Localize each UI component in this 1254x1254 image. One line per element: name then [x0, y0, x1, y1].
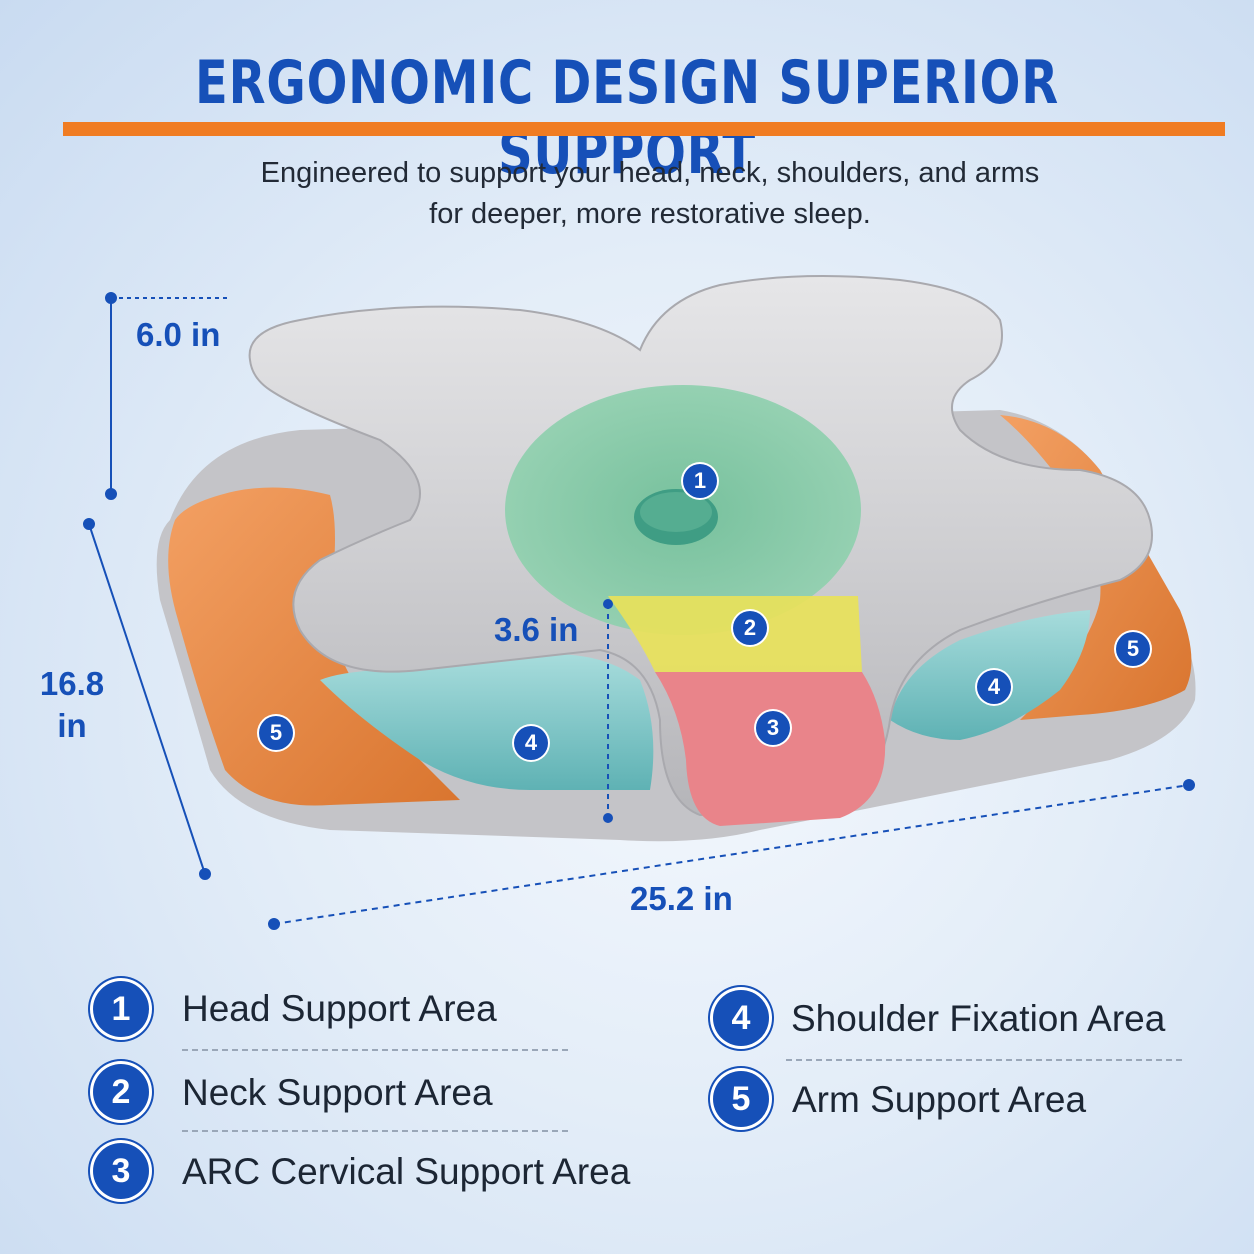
- zone-marker-5-left: 5: [259, 716, 293, 750]
- legend-number-2: 2: [93, 1064, 149, 1120]
- legend-label-4: Shoulder Fixation Area: [791, 998, 1166, 1039]
- dimension-depth-unit: in: [57, 707, 87, 744]
- zone-marker-2: 2: [733, 611, 767, 645]
- legend-number-4: 4: [713, 990, 769, 1046]
- legend-label-1: Head Support Area: [182, 988, 497, 1029]
- zone-marker-1: 1: [683, 464, 717, 498]
- legend-number-1: 1: [93, 981, 149, 1037]
- zone-marker-4-right: 4: [977, 670, 1011, 704]
- zone-marker-3: 3: [756, 711, 790, 745]
- dimension-height-label: 6.0 in: [136, 316, 221, 353]
- legend-divider-1: [182, 1049, 568, 1051]
- legend-number-3: 3: [93, 1143, 149, 1199]
- legend-label-5: Arm Support Area: [792, 1079, 1087, 1120]
- subtitle: Engineered to support your head, neck, s…: [140, 153, 1160, 235]
- zone-marker-4-left: 4: [514, 726, 548, 760]
- pillow-illustration: [83, 275, 1196, 930]
- dimension-depth-label: 16.8 in: [22, 663, 122, 747]
- legend-divider-2: [182, 1130, 568, 1132]
- dimension-width-label: 25.2 in: [630, 880, 733, 917]
- shoulder-left: [320, 654, 654, 790]
- legend-label-2: Neck Support Area: [182, 1072, 493, 1113]
- legend-item-2: 2: [93, 1064, 149, 1120]
- legend-item-1: 1: [93, 981, 149, 1037]
- legend-item-5: 5: [713, 1071, 769, 1127]
- dimension-lines: [83, 292, 1195, 930]
- zone-marker-5-right: 5: [1116, 632, 1150, 666]
- subtitle-line-1: Engineered to support your head, neck, s…: [260, 157, 1040, 189]
- title-underline: [63, 122, 1225, 136]
- legend-divider-4: [786, 1059, 1182, 1061]
- dimension-depth-value: 16.8: [39, 665, 105, 702]
- legend-item-4: 4: [713, 990, 769, 1046]
- legend-item-3: 3: [93, 1143, 149, 1199]
- subtitle-line-2: for deeper, more restorative sleep.: [429, 198, 871, 230]
- zone-arc: [655, 672, 886, 826]
- legend-label-3: ARC Cervical Support Area: [182, 1151, 631, 1192]
- legend-number-5: 5: [713, 1071, 769, 1127]
- dimension-neck-label: 3.6 in: [494, 611, 579, 648]
